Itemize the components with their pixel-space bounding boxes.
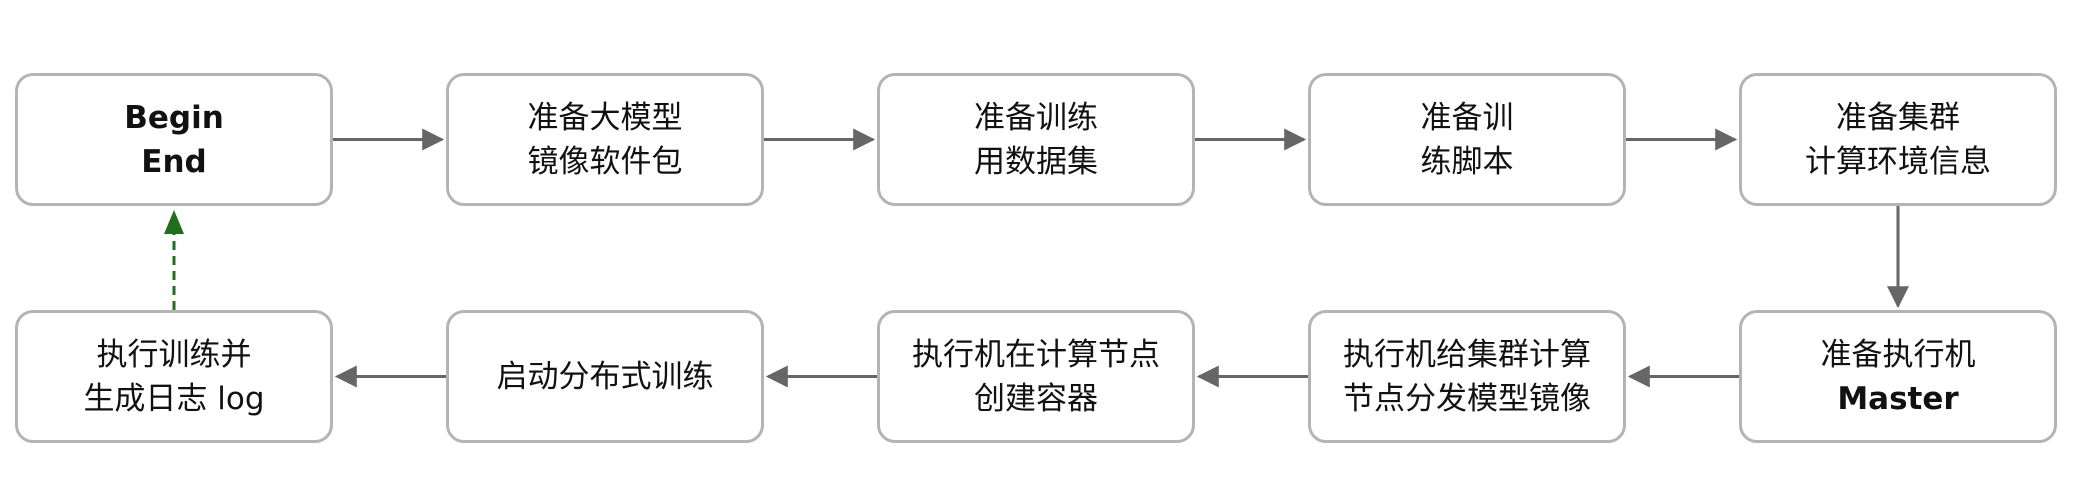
node-label-line: 创建容器 xyxy=(974,380,1098,417)
node-distribute-image: 执行机给集群计算节点分发模型镜像 xyxy=(1308,310,1626,443)
node-create-containers: 执行机在计算节点创建容器 xyxy=(877,310,1195,443)
node-label-line: 启动分布式训练 xyxy=(496,358,714,395)
edges xyxy=(164,128,1909,388)
node-prepare-model-image: 准备大模型镜像软件包 xyxy=(446,73,764,206)
node-label-line: 准备执行机 xyxy=(1820,336,1976,373)
node-label-line: 准备大模型 xyxy=(527,99,683,136)
node-label-line: 准备训 xyxy=(1420,99,1514,136)
node-label-line: 用数据集 xyxy=(974,143,1098,180)
node-label-line: End xyxy=(141,143,207,180)
node-prepare-executor: 准备执行机 Master xyxy=(1739,310,2057,443)
node-label-line: 镜像软件包 xyxy=(527,143,683,180)
node-label-line: 执行机给集群计算 xyxy=(1343,336,1591,373)
node-label-line: 节点分发模型镜像 xyxy=(1343,380,1591,417)
node-prepare-training-script: 准备训练脚本 xyxy=(1308,73,1626,206)
node-execute-training-log: 执行训练并生成日志 log xyxy=(15,310,333,443)
node-label-line: 计算环境信息 xyxy=(1805,143,1991,180)
node-label-line: Begin xyxy=(124,99,224,136)
node-prepare-cluster-info: 准备集群计算环境信息 xyxy=(1739,73,2057,206)
node-prepare-training-data: 准备训练用数据集 xyxy=(877,73,1195,206)
node-label-line: 练脚本 xyxy=(1420,143,1514,180)
node-label-line: 准备训练 xyxy=(974,99,1098,136)
node-label-line: 执行机在计算节点 xyxy=(912,336,1160,373)
node-start-distributed-training: 启动分布式训练 xyxy=(446,310,764,443)
edge-arrowhead xyxy=(164,210,184,234)
node-label-line: 生成日志 log xyxy=(83,380,265,417)
node-label-line: Master xyxy=(1837,380,1959,417)
node-label-line: 执行训练并 xyxy=(96,336,252,373)
node-label-line: 准备集群 xyxy=(1836,99,1960,136)
